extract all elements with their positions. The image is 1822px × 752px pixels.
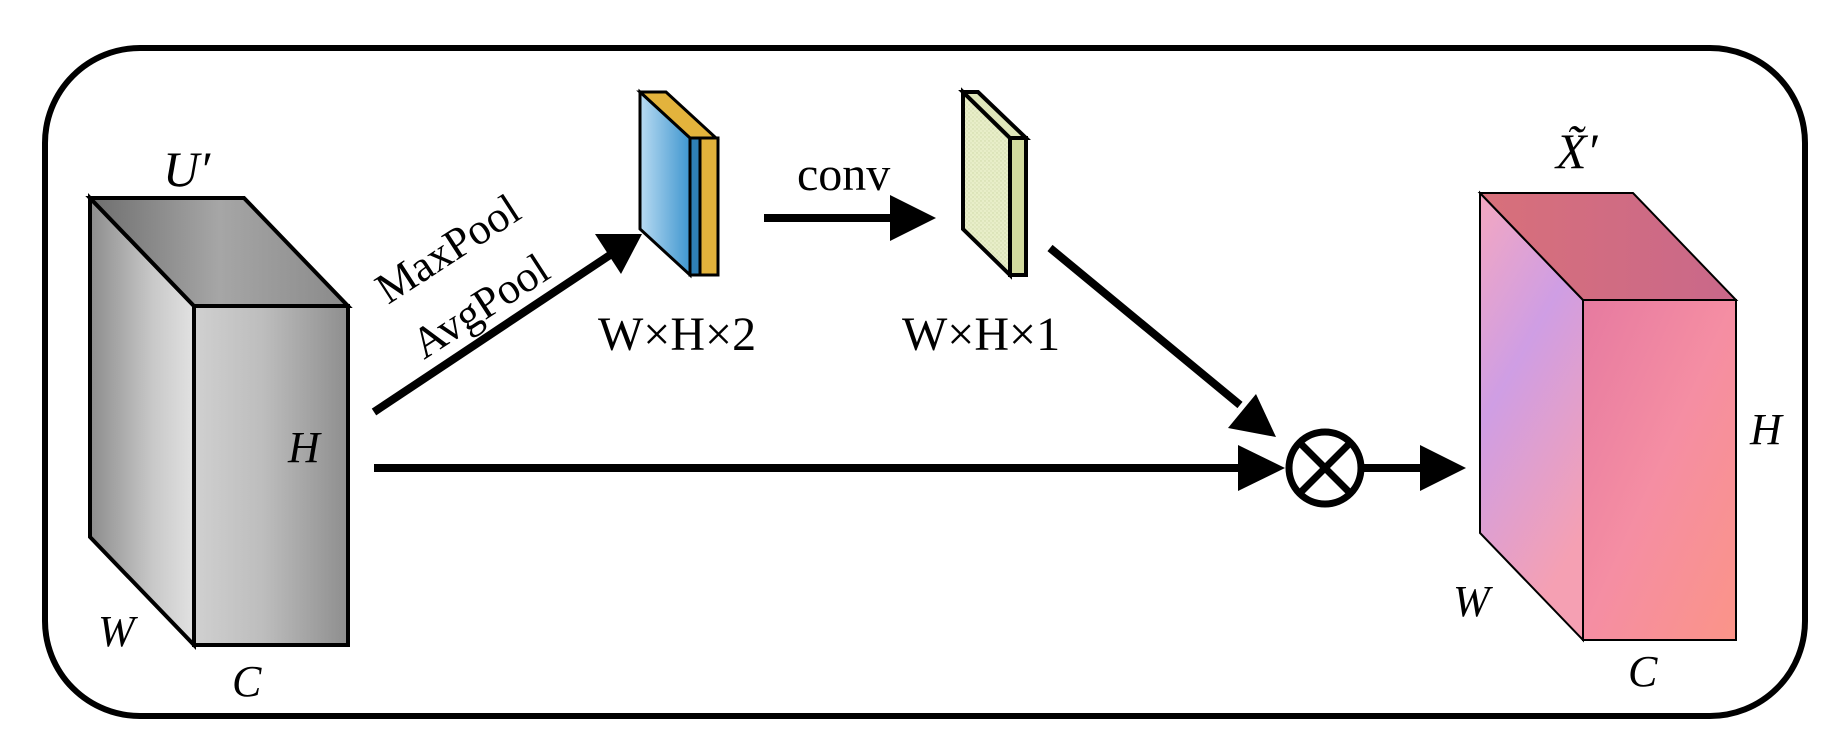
output-height-label: H [1749, 405, 1784, 454]
output-tensor-label: X̃′ [1554, 123, 1599, 179]
input-tensor-cube [85, 193, 353, 650]
output-tensor-cube [1477, 190, 1739, 643]
input-width-label: W [98, 607, 138, 656]
skip-connection-arrow [374, 445, 1285, 491]
input-channel-label: C [232, 657, 262, 706]
input-tensor-front-face [192, 304, 350, 647]
output-tensor-front-face [1582, 299, 1737, 641]
pooled-feature-map [636, 88, 720, 279]
output-channel-label: C [1628, 647, 1658, 696]
pooled-map-shape-label: W×H×2 [598, 308, 756, 361]
input-tensor-label: U′ [163, 141, 211, 197]
attention-to-multiply-arrow [1047, 244, 1276, 437]
pooled-map-orange-slice [698, 136, 720, 277]
input-height-label: H [287, 423, 322, 472]
attention-map [958, 87, 1031, 280]
conv-label: conv [797, 148, 890, 201]
pool-arrow [371, 234, 642, 416]
conv-arrow [764, 195, 936, 241]
attention-map-edge [1008, 136, 1028, 277]
output-arrow [1362, 445, 1466, 491]
multiply-node-icon [1285, 428, 1365, 508]
output-width-label: W [1453, 577, 1493, 626]
attention-map-shape-label: W×H×1 [902, 308, 1060, 361]
outer-frame [42, 45, 1808, 719]
